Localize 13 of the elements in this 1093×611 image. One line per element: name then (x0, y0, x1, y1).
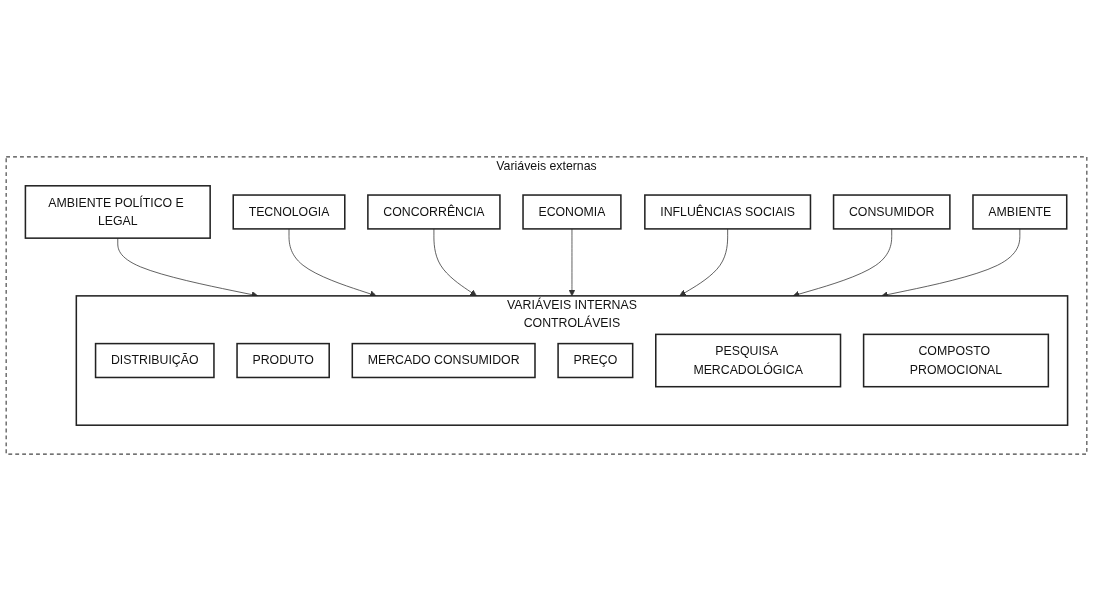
node-box: PREÇO (557, 342, 634, 379)
node-box: DISTRIBUIÇÃO (94, 342, 215, 379)
node-box: PESQUISA MERCADOLÓGICA (655, 333, 842, 388)
node-box: INFLUÊNCIAS SOCIAIS (644, 194, 812, 230)
node-box: TECNOLOGIA (232, 194, 346, 230)
node-box: CONCORRÊNCIA (367, 194, 501, 230)
node-box: ECONOMIA (522, 194, 622, 230)
node-box: CONSUMIDOR (832, 194, 951, 230)
node-box: COMPOSTO PROMOCIONAL (862, 333, 1050, 388)
node-box: MERCADO CONSUMIDOR (351, 342, 536, 379)
node-box: PRODUTO (236, 342, 330, 379)
node-box: AMBIENTE (972, 194, 1068, 230)
node-box: AMBIENTE POLÍTICO E LEGAL (24, 185, 211, 239)
